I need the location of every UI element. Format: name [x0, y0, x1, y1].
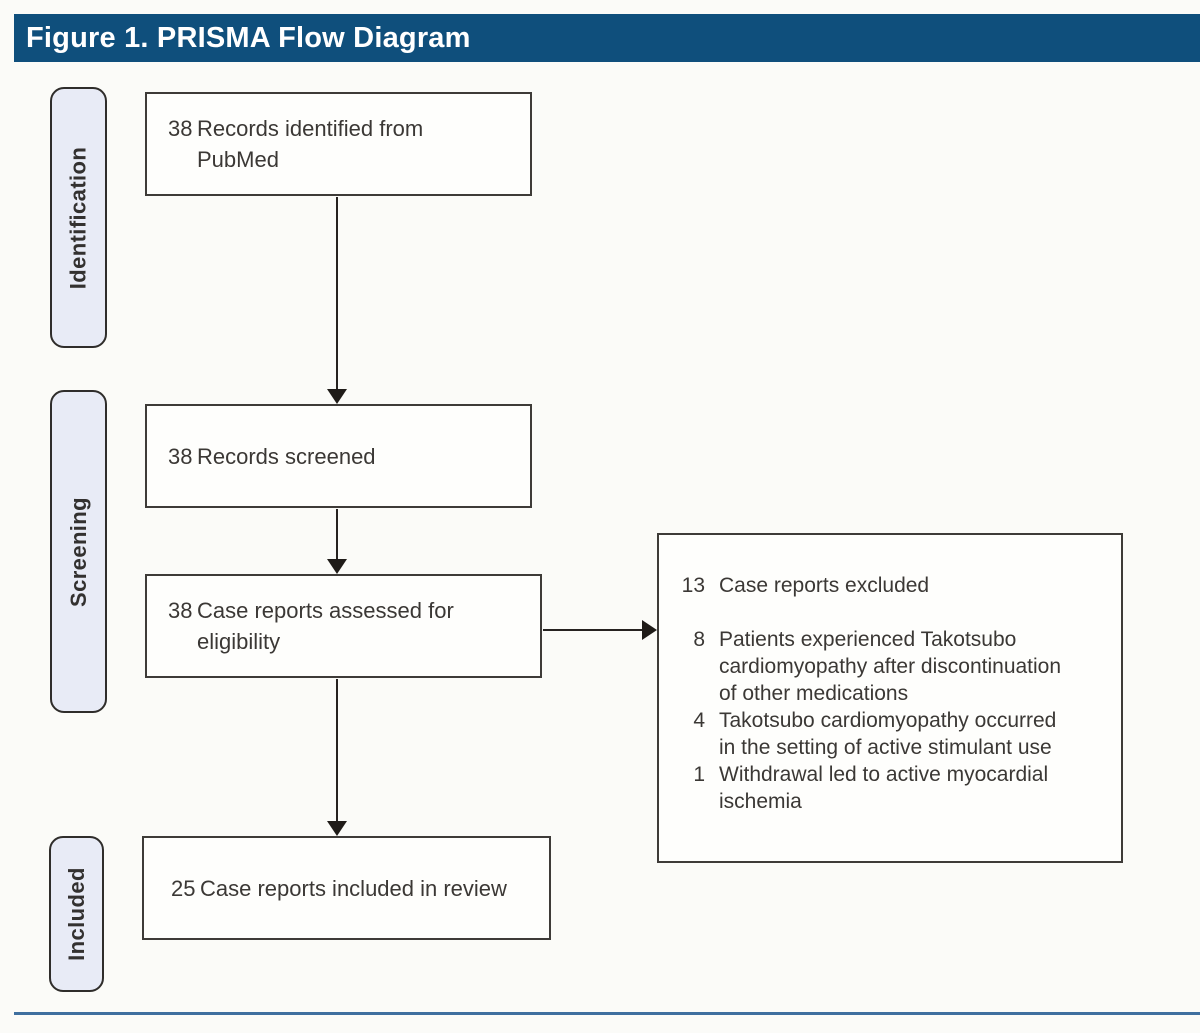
flow-box-count: 25 [171, 875, 196, 901]
arrow-assessed-to-included-head-icon [327, 821, 347, 836]
exclusion-item-count: 1 [693, 763, 705, 786]
exclusion-item-text-line: Withdrawal led to active myocardial [719, 763, 1049, 786]
exclusion-item-text-line: ischemia [719, 790, 802, 813]
exclusion-item-text-line: in the setting of active stimulant use [719, 736, 1052, 759]
arrow-assessed-to-excluded-line [543, 629, 642, 631]
exclusion-item-count: 8 [693, 628, 705, 651]
flow-box-content: 25 Case reports included in review [171, 873, 507, 904]
flow-box-text: Case reports assessed for eligibility [197, 595, 454, 657]
arrow-assessed-to-excluded-head-icon [642, 620, 657, 640]
exclusion-item-text-line: cardiomyopathy after discontinuation [719, 655, 1062, 678]
exclusion-item-text: Withdrawal led to active myocardial isch… [719, 761, 1048, 815]
exclusion-item-text-line: Takotsubo cardiomyopathy occurred [719, 709, 1057, 732]
figure-title: Figure 1. PRISMA Flow Diagram [26, 21, 471, 54]
arrow-screened-to-assessed-line [336, 509, 338, 559]
flow-box-text-line: Records identified from [197, 116, 424, 141]
exclusion-item-myocardial-ischemia: 1 Withdrawal led to active myocardial is… [680, 761, 1103, 815]
bottom-rule-divider [14, 1012, 1200, 1015]
flow-box-count: 38 [168, 116, 193, 141]
flow-box-count: 38 [168, 443, 193, 469]
flow-box-content: 38 Records identified from PubMed [168, 113, 423, 175]
exclusion-item-text-line: Case reports excluded [719, 574, 930, 597]
exclusion-item-active-stimulant: 4 Takotsubo cardiomyopathy occurred in t… [680, 707, 1103, 761]
flow-box-text-line: Records screened [197, 443, 376, 469]
exclusion-item-count: 4 [693, 709, 705, 732]
exclusion-item-excluded: 13 Case reports excluded [680, 572, 1103, 599]
flow-box-text: Records identified from PubMed [197, 113, 423, 175]
exclusion-item-text-line: of other medications [719, 682, 909, 705]
exclusion-item-text: Takotsubo cardiomyopathy occurred in the… [719, 707, 1056, 761]
stage-label-included: Included [49, 836, 104, 992]
arrow-identified-to-screened-head-icon [327, 389, 347, 404]
exclusion-item-text: Patients experienced Takotsubo cardiomyo… [719, 626, 1061, 707]
flow-box-included-review: 25 Case reports included in review [142, 836, 551, 940]
flow-box-text: Case reports included in review [200, 873, 507, 904]
figure-title-bar: Figure 1. PRISMA Flow Diagram [14, 14, 1200, 62]
flow-box-text-line: eligibility [197, 629, 281, 654]
flow-box-records-identified: 38 Records identified from PubMed [145, 92, 532, 196]
flow-box-text-line: Case reports included in review [200, 875, 507, 901]
flow-box-count: 38 [168, 598, 193, 623]
flow-box-assessed-eligibility: 38 Case reports assessed for eligibility [145, 574, 542, 678]
stage-label-identification: Identification [50, 87, 107, 348]
flow-box-content: 38 Records screened [168, 441, 376, 472]
flow-box-content: 38 Case reports assessed for eligibility [168, 595, 454, 657]
flow-box-text-line: PubMed [197, 147, 279, 172]
stage-label-screening: Screening [50, 390, 107, 713]
arrow-screened-to-assessed-head-icon [327, 559, 347, 574]
exclusion-box: 13 Case reports excluded 8 Patients expe… [657, 533, 1123, 863]
stage-label-text: Identification [65, 146, 91, 289]
flow-box-records-screened: 38 Records screened [145, 404, 532, 508]
arrow-assessed-to-included-line [336, 679, 338, 821]
flow-box-text: Records screened [197, 441, 376, 472]
stage-label-text: Included [63, 867, 89, 961]
arrow-identified-to-screened-line [336, 197, 338, 389]
flow-box-text-line: Case reports assessed for [197, 598, 454, 623]
exclusion-item-discontinuation: 8 Patients experienced Takotsubo cardiom… [680, 626, 1103, 707]
exclusion-item-count: 13 [681, 574, 705, 597]
exclusion-item-text: Case reports excluded [719, 572, 929, 599]
exclusion-item-text-line: Patients experienced Takotsubo [719, 628, 1017, 651]
stage-label-text: Screening [65, 496, 91, 607]
